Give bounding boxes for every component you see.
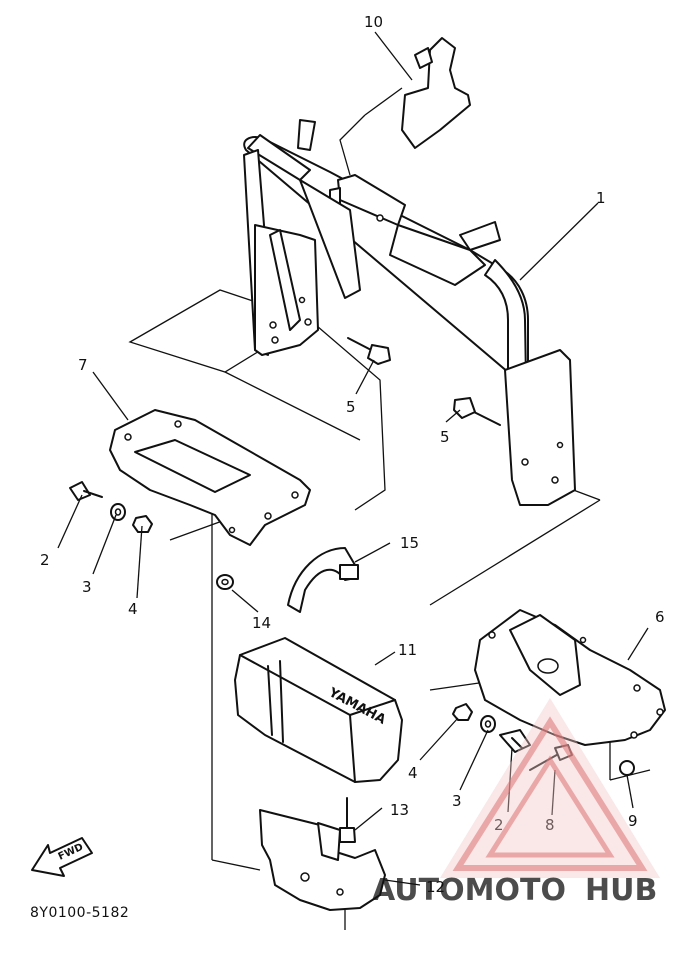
callout-11: 11 xyxy=(398,641,417,659)
fasteners xyxy=(69,337,635,843)
watermark-triangle-logo xyxy=(440,698,660,878)
callout-10: 10 xyxy=(364,13,383,31)
callout-5-lower: 5 xyxy=(440,428,450,446)
callout-1: 1 xyxy=(596,189,606,207)
callout-2-right: 2 xyxy=(494,816,504,834)
callout-7: 7 xyxy=(78,356,88,374)
watermark-text-main: AUTOMOTO xyxy=(372,873,566,908)
callout-8: 8 xyxy=(545,816,555,834)
tray-part-12 xyxy=(259,809,386,911)
callout-4-right: 4 xyxy=(408,764,418,782)
callout-5-upper: 5 xyxy=(346,398,356,416)
callout-3-right: 3 xyxy=(452,792,462,810)
callout-13: 13 xyxy=(390,801,409,819)
clamp-part-10 xyxy=(401,37,471,149)
callouts: 1 2 3 4 5 5 6 7 4 3 2 8 9 10 11 12 13 14… xyxy=(40,13,665,896)
battery-part-11: YAMAHA xyxy=(234,637,403,783)
callout-3-left: 3 xyxy=(82,578,92,596)
callout-6: 6 xyxy=(655,608,665,626)
watermark: AUTOMOTO HUB xyxy=(372,698,660,908)
watermark-text-hub: HUB xyxy=(585,873,657,908)
callout-9: 9 xyxy=(628,812,638,830)
strap-part-15 xyxy=(287,547,359,613)
callout-14: 14 xyxy=(252,614,271,632)
leader-lines xyxy=(57,31,649,886)
callout-12: 12 xyxy=(426,878,445,896)
bracket-part-7 xyxy=(109,409,311,546)
callout-4-left: 4 xyxy=(128,600,138,618)
callout-15: 15 xyxy=(400,534,419,552)
fwd-arrow-icon: FWD xyxy=(31,837,93,877)
bracket-part-6 xyxy=(474,609,666,746)
callout-2-left: 2 xyxy=(40,551,50,569)
frame-bracket xyxy=(243,119,576,506)
drawing-code: 8Y0100-5182 xyxy=(30,905,129,921)
